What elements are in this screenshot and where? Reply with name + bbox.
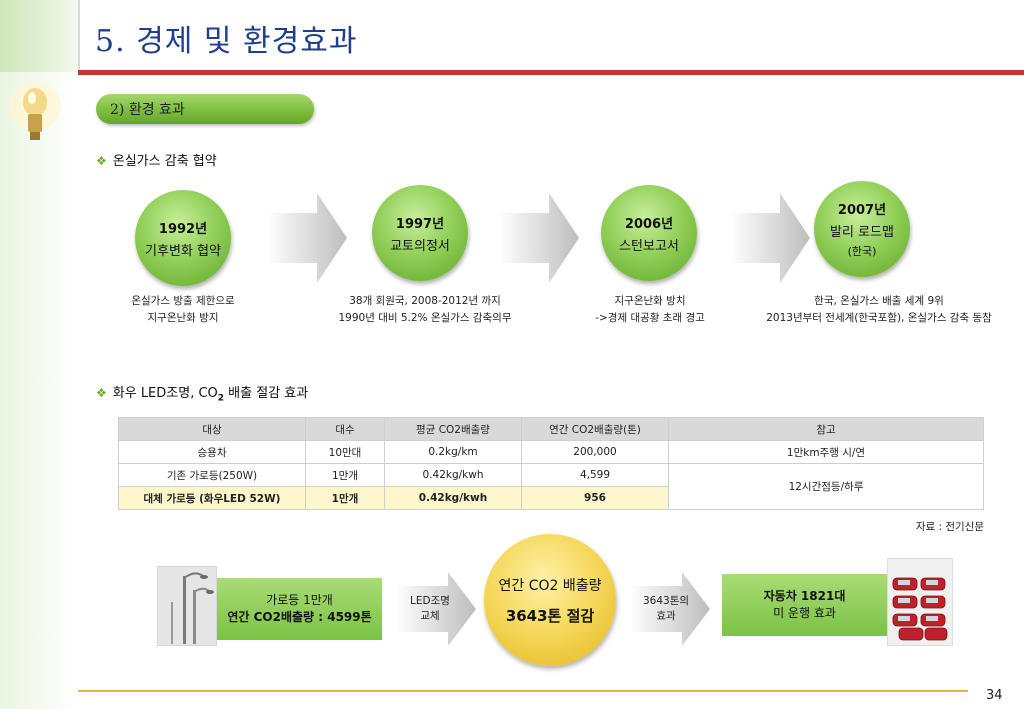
table-row: 승용차 10만대 0.2kg/km 200,000 1만km주행 시/연 [118,440,984,464]
milestone-circle-2006: 2006년 스턴보고서 [601,185,697,281]
table-row-highlight: 대체 가로등 (화우LED 52W) 1만개 0.42kg/kwh 956 [118,486,984,510]
table-header-cell: 연간 CO2배출량(톤) [521,417,669,441]
table-cell: 12시간점등/하루 [668,463,984,510]
section-label-pill: 2) 환경 효과 [96,94,314,124]
arrow-right-icon [499,193,579,283]
effect-label: 3643톤의 효과 [642,595,690,622]
table-header-row: 대상 대수 평균 CO2배출량 연간 CO2배출량(톤) 참고 [118,417,984,441]
page-number: 34 [986,688,1003,703]
left-decorative-band-top [0,0,78,72]
table-cell: 0.42kg/kwh [384,486,522,510]
table-header-cell: 평균 CO2배출량 [384,417,522,441]
milestone-circle-1992: 1992년 기후변화 협약 [135,190,231,286]
table-row: 기존 가로등(250W) 1만개 0.42kg/kwh 4,599 12시간점등… [118,463,984,510]
table-cell: 956 [521,486,669,510]
table-cell: 대체 가로등 (화우LED 52W) [118,486,306,510]
table-cell: 10만대 [305,440,385,464]
milestone-desc-2007: 한국, 온실가스 배출 세계 9위 2013년부터 전세계(한국포함), 온실가… [766,295,992,324]
arrow-right-icon [630,572,710,646]
street-lamp-icon [157,566,217,646]
table-header-cell: 대상 [118,417,306,441]
co2-table: 대상 대수 평균 CO2배출량 연간 CO2배출량(톤) 참고 승용차 10만대… [118,417,984,510]
table-cell: 200,000 [521,440,669,464]
arrow-right-icon [396,572,476,646]
milestone-circle-2007: 2007년 발리 로드맵 (한국) [814,181,910,277]
milestone-desc-1992: 온실가스 방출 제한으로 지구온난화 방지 [131,295,235,324]
table-header-cell: 참고 [668,417,984,441]
cars-icon [887,558,953,646]
section-label: 2) 환경 효과 [110,102,185,118]
table-cell: 1만km주행 시/연 [668,440,984,464]
footer-rule [78,690,968,692]
light-bulb-icon [9,82,61,140]
source-note: 자료 : 전기신문 [915,521,984,533]
milestone-circle-1997: 1997년 교토의정서 [372,185,468,281]
title-underline [78,70,1024,75]
arrow-right-icon [730,193,810,283]
car-equivalent-box: 자동차 1821대 미 운행 효과 [722,574,887,636]
arrow-right-icon [267,193,347,283]
diamond-bullet-icon: ❖ [96,386,107,400]
greenhouse-heading: ❖온실가스 감축 협약 [96,154,217,169]
milestone-desc-1997: 38개 회원국, 2008-2012년 까지 1990년 대비 5.2% 온실가… [338,295,512,324]
streetlamp-co2-box: 가로등 1만개 연간 CO2배출량 : 4599톤 [217,578,382,640]
led-heading: ❖화우 LED조명, CO2 배출 절감 효과 [96,386,309,404]
title-divider [78,0,80,72]
table-cell: 0.2kg/km [384,440,522,464]
led-replace-label: LED조명 교체 [410,595,450,622]
table-cell: 4,599 [521,463,669,487]
table-header-cell: 대수 [305,417,385,441]
co2-reduction-circle: 연간 CO2 배출량 3643톤 절감 [484,534,616,666]
table-cell: 0.42kg/kwh [384,463,522,487]
table-cell: 1만개 [305,463,385,487]
table-cell: 기존 가로등(250W) [118,463,306,487]
milestone-desc-2006: 지구온난화 방치 ->경제 대공황 초래 경고 [595,295,705,324]
diamond-bullet-icon: ❖ [96,154,107,168]
table-cell: 1만개 [305,486,385,510]
page-title: 5. 경제 및 환경효과 [95,24,358,59]
table-cell: 승용차 [118,440,306,464]
